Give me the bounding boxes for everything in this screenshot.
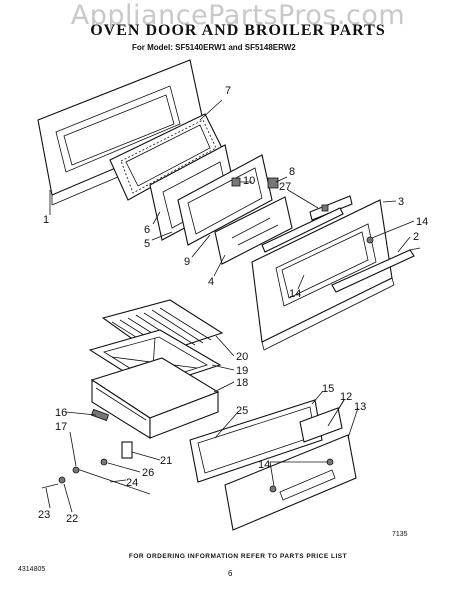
leader-lines — [45, 99, 415, 513]
part-drawer-rod — [73, 467, 151, 495]
callout-18: 18 — [236, 377, 248, 389]
callout-16: 16 — [55, 407, 67, 419]
callout-6: 6 — [144, 224, 150, 236]
callout-15: 15 — [322, 383, 334, 395]
callout-23: 23 — [38, 509, 50, 521]
callout-2: 2 — [413, 231, 419, 243]
ordering-note: FOR ORDERING INFORMATION REFER TO PARTS … — [128, 553, 348, 560]
callout-labels: 7 1 8 10 27 3 14 2 6 5 9 4 14 20 19 18 1… — [38, 85, 428, 525]
model-subtitle: For Model: SF5140ERW1 and SF5148ERW2 — [132, 43, 296, 52]
callout-22: 22 — [66, 513, 78, 525]
part-handle-bracket — [309, 195, 353, 221]
callout-14-drawer: 14 — [258, 459, 270, 471]
callout-8: 8 — [289, 166, 295, 178]
part-door-glass — [214, 196, 293, 265]
callout-12: 12 — [340, 391, 352, 403]
callout-1: 1 — [43, 214, 49, 226]
callout-14-right: 14 — [416, 216, 428, 228]
callout-19: 19 — [236, 365, 248, 377]
part-broiler-drawer — [90, 357, 220, 439]
callout-9: 9 — [184, 256, 190, 268]
part-screws — [41, 466, 80, 489]
page-number: 6 — [228, 569, 233, 578]
callout-25: 25 — [236, 405, 248, 417]
callout-26: 26 — [142, 467, 154, 479]
watermark-logo: AppliancePartsPros.com — [70, 0, 406, 31]
callout-14-door: 14 — [289, 288, 301, 300]
callout-17: 17 — [55, 421, 67, 433]
part-vent-trim-upper — [261, 207, 374, 253]
part-inner-window — [177, 154, 273, 246]
callout-20: 20 — [236, 351, 248, 363]
callout-7: 7 — [225, 85, 231, 97]
part-drawer-bracket — [100, 441, 133, 466]
diagram-title: OVEN DOOR AND BROILER PARTS — [90, 22, 386, 39]
part-outer-door-panel — [251, 199, 395, 351]
callout-3: 3 — [398, 196, 404, 208]
part-door-clip — [267, 177, 279, 189]
callout-13: 13 — [354, 401, 366, 413]
part-drawer-outer-panel — [224, 434, 357, 531]
callout-10: 10 — [243, 175, 255, 187]
callout-27: 27 — [279, 181, 291, 193]
part-drawer-insulation — [299, 407, 343, 443]
part-door-handle — [331, 247, 421, 293]
callout-5: 5 — [144, 238, 150, 250]
part-drawer-slide — [90, 408, 110, 422]
callout-21: 21 — [160, 455, 172, 467]
document-number: 4314805 — [18, 566, 46, 573]
figure-code: 7135 — [392, 531, 408, 538]
callout-4: 4 — [208, 276, 214, 288]
callout-24: 24 — [126, 477, 138, 489]
